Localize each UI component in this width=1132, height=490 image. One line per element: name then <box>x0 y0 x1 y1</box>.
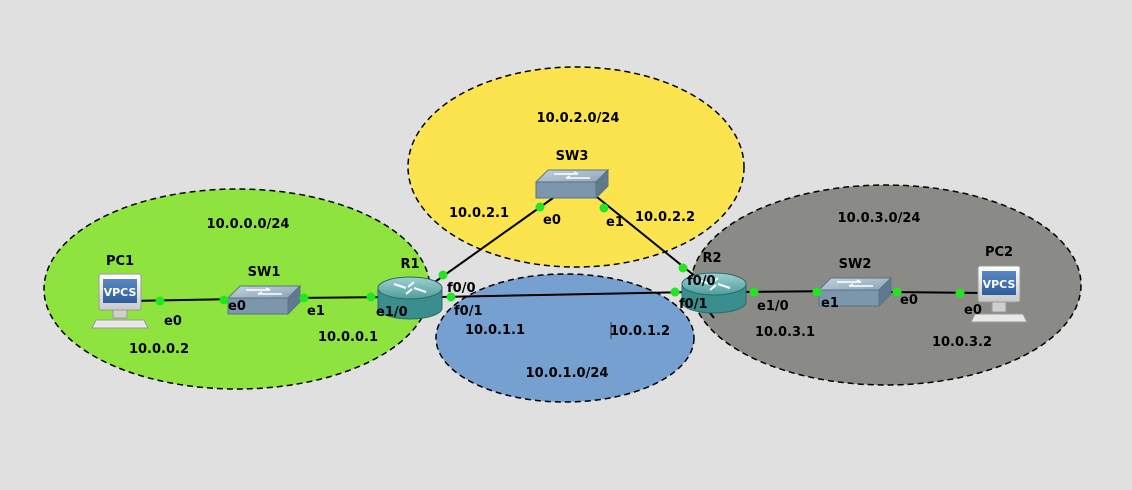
zone-lan3-label[interactable]: 10.0.3.0/24 <box>838 211 921 226</box>
endpoint-r2-f0-0 <box>678 263 688 273</box>
sw1-name: SW1 <box>248 265 281 280</box>
address-r1-lan2[interactable]: 10.0.2.1 <box>449 206 509 221</box>
address-r2-lan3[interactable]: 10.0.3.1 <box>755 325 815 340</box>
endpoint-pc1-e0 <box>155 296 165 306</box>
port-label-r1-e1-0: e1/0 <box>376 305 408 320</box>
link-r1-r2[interactable] <box>439 291 693 298</box>
endpoint-r1-f0-1 <box>446 292 456 302</box>
pc1-badge: VPCS <box>104 286 137 299</box>
zone-link[interactable] <box>435 273 695 403</box>
pc1-name: PC1 <box>106 254 134 269</box>
link-endpoints <box>155 202 965 306</box>
endpoint-r1-e1-0 <box>366 292 376 302</box>
address-r1-lan1[interactable]: 10.0.0.1 <box>318 330 378 345</box>
port-label-sw1-e0: e0 <box>228 299 246 314</box>
address-pc1[interactable]: 10.0.0.2 <box>129 342 189 357</box>
pc2-name: PC2 <box>985 245 1013 260</box>
address-r2-lan2[interactable]: 10.0.2.2 <box>635 210 695 225</box>
address-labels: 10.0.0.2 10.0.0.1 10.0.2.1 10.0.2.2 10.0… <box>129 206 992 357</box>
port-label-pc2-e0: e0 <box>964 303 982 318</box>
zone-lan2-label[interactable]: 10.0.2.0/24 <box>537 111 620 126</box>
sw2-node[interactable]: SW2 <box>817 257 893 308</box>
endpoint-r2-f0-1 <box>670 287 680 297</box>
r1-node[interactable]: R1 <box>377 257 443 320</box>
endpoint-sw2-e0 <box>892 287 902 297</box>
link-sw2-pc2[interactable] <box>884 291 986 294</box>
sw3-node[interactable]: SW3 <box>534 149 610 200</box>
endpoint-r1-f0-0 <box>438 270 448 280</box>
port-label-r2-f0-0: f0/0 <box>687 274 716 289</box>
r2-name: R2 <box>702 251 721 266</box>
endpoint-sw1-e0 <box>219 295 229 305</box>
endpoint-sw3-e0 <box>535 202 545 212</box>
switch-icon <box>817 276 893 308</box>
address-pc2[interactable]: 10.0.3.2 <box>932 335 992 350</box>
port-labels: e0 e0 e1 e1/0 f0/0 f0/1 e0 e1 f0/0 f0/1 … <box>164 213 982 329</box>
port-label-sw3-e1: e1 <box>606 215 624 230</box>
address-r1-link[interactable]: 10.0.1.1 <box>465 323 525 338</box>
port-label-sw2-e0: e0 <box>900 293 918 308</box>
port-label-r1-f0-1: f0/1 <box>454 304 483 319</box>
r1-name: R1 <box>400 257 419 272</box>
port-label-sw3-e0: e0 <box>543 213 561 228</box>
port-label-sw1-e1: e1 <box>307 304 325 319</box>
port-label-r1-f0-0: f0/0 <box>447 281 476 296</box>
address-r2-link[interactable]: 10.0.1.2 <box>610 324 670 339</box>
switch-icon <box>534 168 610 200</box>
router-icon <box>681 272 747 314</box>
link-sw3-r2[interactable] <box>591 192 697 278</box>
switch-icon <box>226 284 302 316</box>
pc2-badge: VPCS <box>983 278 1016 291</box>
port-label-pc1-e0: e0 <box>164 314 182 329</box>
r2-node[interactable]: R2 <box>681 251 747 314</box>
endpoint-sw3-e1 <box>599 203 609 213</box>
pc1-node[interactable]: VPCS PC1 <box>91 254 149 329</box>
sw1-node[interactable]: SW1 <box>226 265 302 316</box>
endpoint-r2-e1-0 <box>749 287 759 297</box>
port-label-r2-e1-0: e1/0 <box>757 299 789 314</box>
port-label-sw2-e1: e1 <box>821 296 839 311</box>
pc-icon: VPCS <box>91 273 149 329</box>
endpoint-sw1-e1 <box>299 293 309 303</box>
sw2-name: SW2 <box>839 257 872 272</box>
zone-labels: 10.0.0.0/24 10.0.2.0/24 10.0.3.0/24 10.0… <box>207 111 921 381</box>
sw3-name: SW3 <box>556 149 589 164</box>
router-icon <box>377 276 443 320</box>
zone-lan1-label[interactable]: 10.0.0.0/24 <box>207 217 290 232</box>
port-label-r2-f0-1: f0/1 <box>679 297 708 312</box>
endpoint-sw2-e1 <box>812 287 822 297</box>
zone-link-label[interactable]: 10.0.1.0/24 <box>526 366 609 381</box>
zone-lan2[interactable] <box>407 66 745 268</box>
pc2-node[interactable]: VPCS PC2 <box>970 245 1028 323</box>
pc-icon: VPCS <box>970 265 1028 323</box>
endpoint-pc2-e0 <box>955 288 965 298</box>
